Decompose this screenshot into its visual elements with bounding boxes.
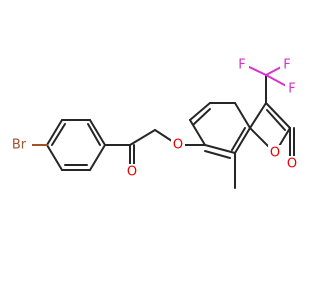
molecule-structure-diagram: Br O O O O F F F — [6, 57, 299, 189]
bond — [193, 108, 211, 125]
atom-label-f-right: F — [288, 82, 295, 97]
atom-label-br: Br — [12, 138, 27, 153]
atom-label-f-top-right: F — [283, 58, 290, 73]
atom-label-o-lactone: O — [287, 157, 297, 172]
bond — [204, 144, 236, 154]
bond — [89, 119, 106, 146]
bond — [46, 119, 63, 146]
bond — [231, 127, 246, 151]
bond-layer — [27, 64, 295, 189]
atom-label-o-ring: O — [270, 146, 280, 161]
atom-label-o-ether: O — [173, 138, 183, 153]
bond — [204, 150, 231, 159]
bond — [87, 123, 101, 146]
bond — [89, 144, 106, 171]
bond — [266, 109, 286, 131]
bond — [46, 144, 63, 171]
bond — [265, 102, 291, 129]
bond — [189, 119, 206, 146]
bond — [51, 123, 66, 146]
bond — [129, 129, 156, 146]
bond — [234, 127, 251, 154]
bond — [249, 102, 267, 129]
atom-label-layer: Br O O O O F F F — [6, 57, 299, 181]
atom-label-o-ketone: O — [127, 165, 137, 180]
bond — [189, 102, 211, 121]
bond — [234, 102, 251, 129]
atom-label-f-top-left: F — [238, 58, 245, 73]
